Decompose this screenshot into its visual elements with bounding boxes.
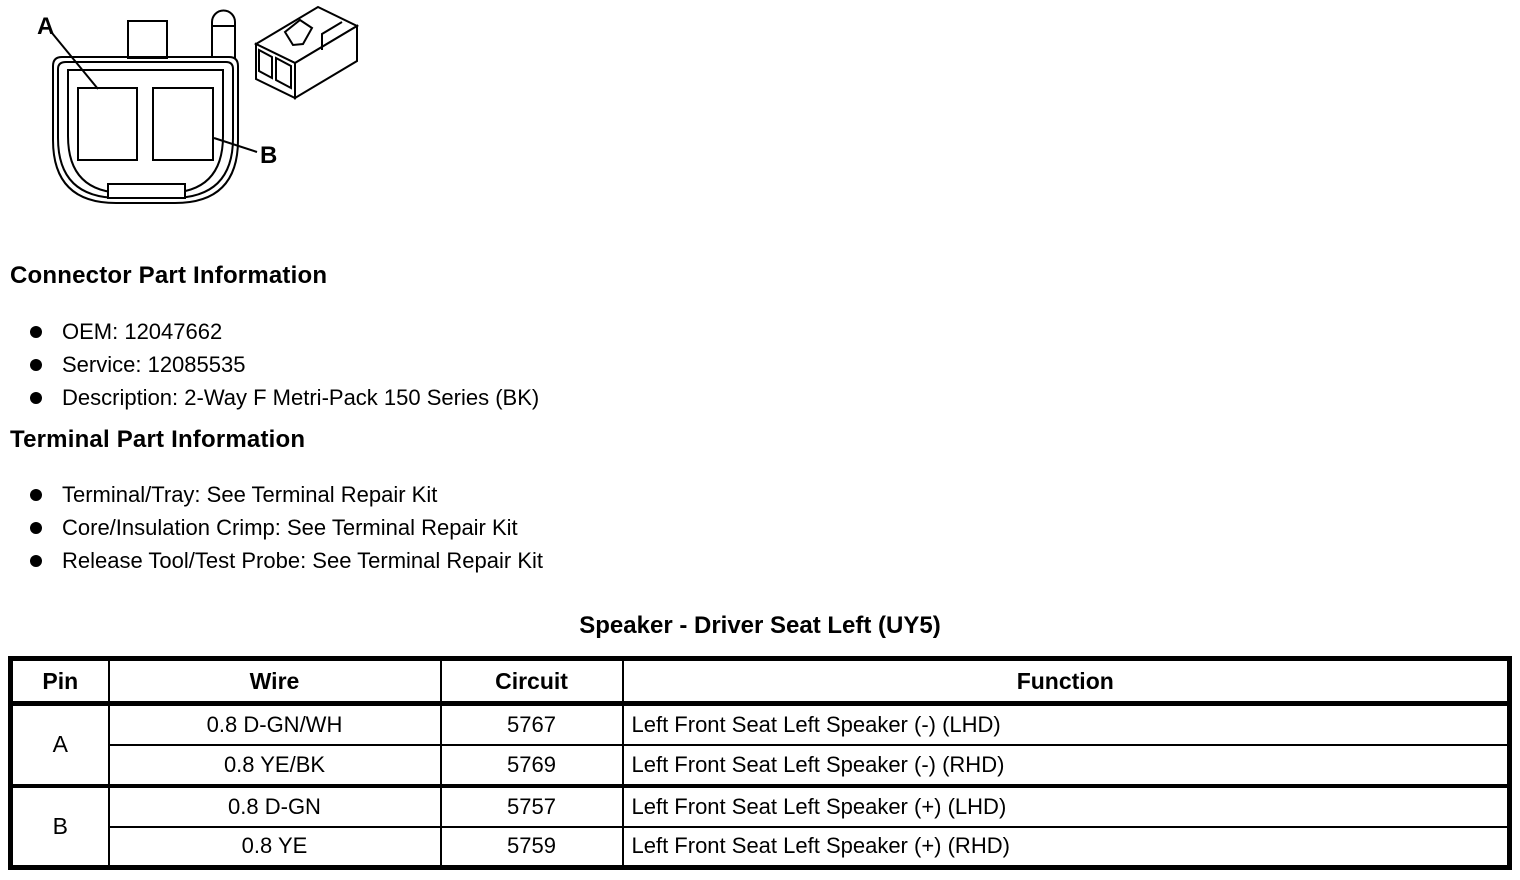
list-item: Terminal/Tray: See Terminal Repair Kit [30,478,543,511]
connector-bottom-tab [107,183,186,199]
iso-latch [283,18,314,47]
table-title: Speaker - Driver Seat Left (UY5) [579,612,941,639]
bullet-icon [30,325,42,338]
function-cell: Left Front Seat Left Speaker (-) (LHD) [621,702,1511,746]
function-cell: Left Front Seat Left Speaker (+) (RHD) [621,825,1511,869]
function-column-header: Function [621,657,1511,706]
circuit-column-header: Circuit [439,657,624,706]
connector-top-tab [127,20,168,59]
pin-b-callout: B [260,142,277,169]
connector-inner-outline [57,61,234,199]
leader-line-b [213,137,258,153]
wire-cell: 0.8 YE [107,825,442,869]
bullet-icon [30,554,42,567]
bullet-icon [30,488,42,501]
circuit-cell: 5767 [439,702,624,746]
pin-b-cell: B [9,784,110,869]
pin-a-cell: A [9,702,110,788]
circuit-cell: 5757 [439,784,624,828]
function-cell: Left Front Seat Left Speaker (-) (RHD) [621,743,1511,788]
service-number: Service: 12085535 [62,351,246,377]
connector-outer-outline [52,56,239,204]
pin-a-callout: A [37,13,54,40]
oem-number: OEM: 12047662 [62,318,223,344]
circuit-cell: 5759 [439,825,624,869]
list-item: Core/Insulation Crimp: See Terminal Repa… [30,511,543,544]
wire-cell: 0.8 D-GN/WH [107,702,442,746]
bullet-icon [30,521,42,534]
function-cell: Left Front Seat Left Speaker (+) (LHD) [621,784,1511,828]
terminal-tray-info: Terminal/Tray: See Terminal Repair Kit [62,481,438,507]
terminal-part-information-heading: Terminal Part Information [10,426,306,453]
connector-part-info-list: OEM: 12047662 Service: 12085535 Descript… [30,315,539,414]
pin-column-header: Pin [9,657,110,706]
connector-lock-tube [211,9,236,58]
table-row: A 0.8 D-GN/WH 5767 Left Front Seat Left … [9,702,1511,788]
cavity-b [152,87,214,161]
leader-line-a [51,32,99,90]
list-item: Release Tool/Test Probe: See Terminal Re… [30,544,543,577]
bullet-icon [30,358,42,371]
iso-cavity-2 [275,56,292,90]
pinout-table: Pin Wire Circuit Function A 0.8 D-GN/WH … [8,656,1512,870]
core-insulation-crimp-info: Core/Insulation Crimp: See Terminal Repa… [62,514,518,540]
table-row: 0.8 YE/BK 5769 Left Front Seat Left Spea… [11,743,1511,788]
bullet-icon [30,391,42,404]
connector-description: Description: 2-Way F Metri-Pack 150 Seri… [62,384,540,410]
table-row: B 0.8 D-GN 5757 Left Front Seat Left Spe… [9,784,1511,869]
connector-isometric-view [253,5,360,100]
list-item: Service: 12085535 [30,348,539,381]
iso-cavity-1 [258,48,273,80]
wire-column-header: Wire [107,657,442,706]
table-header-row: Pin Wire Circuit Function [9,657,1511,706]
terminal-part-info-list: Terminal/Tray: See Terminal Repair Kit C… [30,478,543,577]
connector-part-information-heading: Connector Part Information [10,262,328,289]
circuit-cell: 5769 [439,743,624,788]
cavity-a [77,87,138,161]
wire-cell: 0.8 D-GN [107,784,442,828]
table-row: 0.8 YE 5759 Left Front Seat Left Speaker… [11,825,1511,869]
connector-diagram: A B [37,5,360,204]
list-item: Description: 2-Way F Metri-Pack 150 Seri… [30,381,539,414]
list-item: OEM: 12047662 [30,315,539,348]
wire-cell: 0.8 YE/BK [107,743,442,788]
release-tool-test-probe-info: Release Tool/Test Probe: See Terminal Re… [62,547,543,573]
